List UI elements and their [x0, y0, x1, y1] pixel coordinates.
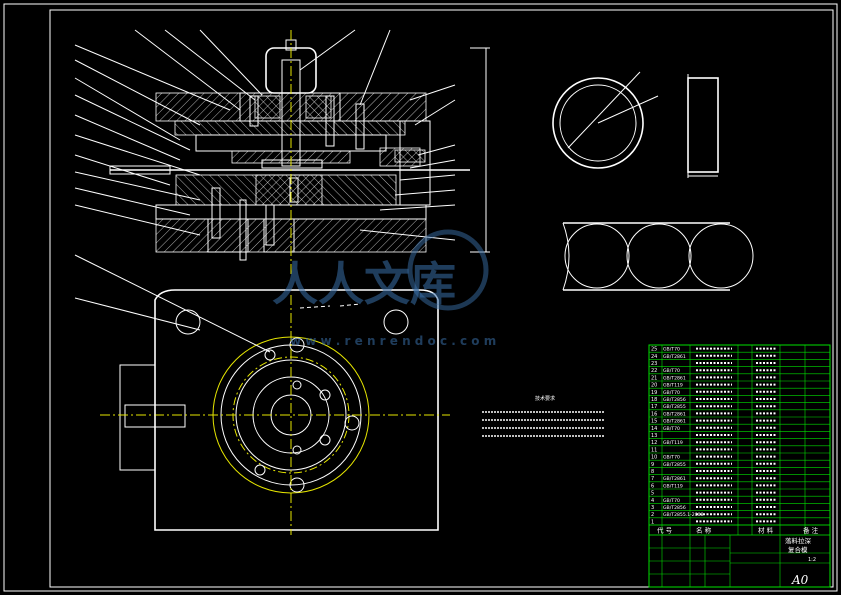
watermark: 人人文库 w w w . r e n r e n d o c . c o m	[272, 229, 496, 348]
parts-row-code: GB/T70	[663, 498, 680, 504]
strip-blank-2	[626, 223, 692, 289]
parts-row-code: GB/T2855	[663, 404, 686, 410]
parts-row-no: 23	[651, 361, 657, 367]
parts-row-code: GB/T70	[663, 390, 680, 396]
tech-req-title: 技术要求	[535, 395, 555, 402]
ejector-rod	[281, 59, 301, 167]
parts-row-no: 11	[651, 447, 657, 453]
drawing-title-line2: 复合模	[788, 545, 808, 554]
parts-row-code: GB/T2855	[663, 462, 686, 468]
plan-view	[74, 254, 450, 535]
parts-row-no: 8	[651, 469, 654, 475]
inner-border	[49, 9, 834, 588]
parts-row-no: 24	[651, 354, 657, 360]
parts-row-no: 17	[651, 404, 657, 410]
parts-row-code: GB/T2861	[663, 375, 686, 381]
parts-row-code: GB/T119	[663, 483, 683, 489]
blank-side-view	[687, 77, 719, 173]
drawing-title-line1: 落料拉深	[785, 536, 812, 545]
blank-part-view	[552, 71, 719, 178]
parts-row-no: 7	[651, 476, 654, 482]
parts-row-code: GB/T119	[663, 440, 683, 446]
parts-row-code: GB/T2861	[663, 476, 686, 482]
guide-hole-right	[383, 309, 409, 335]
parts-row-no: 21	[651, 375, 657, 381]
strip-blank-3	[688, 223, 754, 289]
parts-row-code: GB/T119	[663, 383, 683, 389]
watermark-logo-text: 人人文库	[272, 257, 456, 311]
parts-row-no: 13	[651, 433, 657, 439]
guide-post	[399, 120, 431, 206]
guide-hole-left	[175, 309, 201, 335]
section-view	[74, 29, 490, 275]
parts-row-code: GB/T70	[663, 426, 680, 432]
parts-row-no: 2	[651, 512, 654, 518]
parts-row-no: 20	[651, 383, 657, 389]
parts-row-no: 4	[651, 498, 654, 504]
plan-outline	[154, 289, 439, 531]
strip-blank-1	[564, 223, 630, 289]
lower-bolt-right	[265, 204, 275, 246]
parts-header-cell: 代 号	[657, 526, 673, 535]
parts-row-no: 6	[651, 483, 654, 489]
parts-header-cell: 备 注	[803, 526, 819, 535]
parts-row-no: 25	[651, 347, 657, 353]
strip-layout	[562, 222, 754, 291]
parts-row-no: 16	[651, 411, 657, 417]
parts-row-no: 5	[651, 491, 654, 497]
blank-disk-outer	[552, 77, 644, 169]
parts-row-no: 1	[651, 519, 654, 525]
parts-row-code: GB/T2861	[663, 411, 686, 417]
parts-row-no: 9	[651, 462, 654, 468]
parts-row-no: 22	[651, 368, 657, 374]
parts-row-no: 15	[651, 419, 657, 425]
parts-row-no: 14	[651, 426, 657, 432]
blank-disk-inner	[559, 84, 637, 162]
parts-row-no: 19	[651, 390, 657, 396]
parts-row-no: 3	[651, 505, 654, 511]
drawing-scale: 1:2	[808, 557, 816, 563]
parts-header-cell: 名 称	[696, 526, 712, 535]
parts-row-code: GB/T70	[663, 368, 680, 374]
outer-border	[3, 3, 838, 592]
punch-plate	[174, 120, 406, 136]
parts-row-code: GB/T70	[663, 347, 680, 353]
parts-header-cell: 材 料	[758, 526, 774, 535]
parts-row-code: GB/T2855.1-2008	[663, 512, 704, 518]
lower-bolt-left	[211, 187, 221, 239]
parts-row-no: 18	[651, 397, 657, 403]
parts-row-no: 10	[651, 455, 657, 461]
sheet-size: A0	[791, 573, 809, 587]
parts-row-code: GB/T2856	[663, 505, 686, 511]
parts-row-code: GB/T2861	[663, 419, 686, 425]
watermark-url: w w w . r e n r e n d o c . c o m	[290, 334, 496, 348]
parts-row-no: 12	[651, 440, 657, 446]
upper-bolt	[325, 95, 335, 147]
parts-row-code: GB/T70	[663, 455, 680, 461]
parts-row-code: GB/T2856	[663, 397, 686, 403]
parts-row-code: GB/T2861	[663, 354, 686, 360]
tech-requirements: 技术要求	[482, 395, 605, 437]
